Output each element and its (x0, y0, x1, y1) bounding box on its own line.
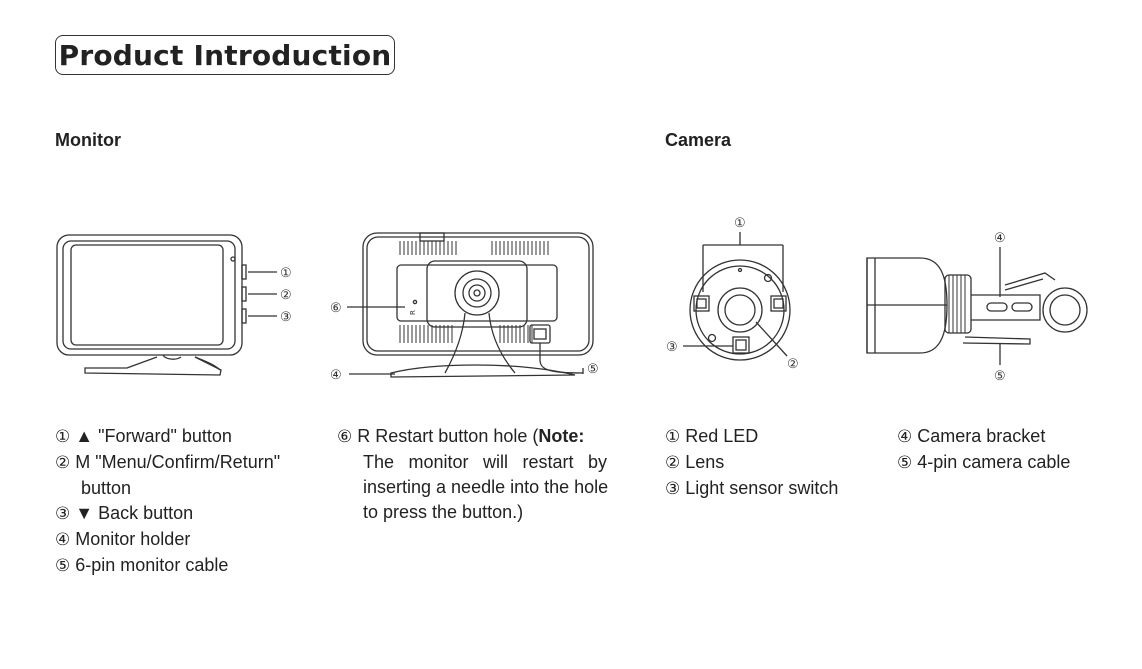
ball-joint (454, 270, 500, 316)
legend-item-holder: ④ Monitor holder (55, 529, 191, 550)
monitor-body (56, 234, 243, 356)
legend-item-forward: ① ▲ "Forward" button (55, 426, 232, 447)
legend-item-red-led: ① Red LED (665, 426, 759, 447)
camera-bracket (971, 294, 1041, 321)
monitor-holder-arm (444, 312, 466, 374)
monitor-cable (539, 343, 584, 374)
callout-6: ⑥ (330, 301, 342, 316)
monitor-back-body (362, 232, 594, 356)
camera-lens (717, 287, 763, 333)
camera-callout-3: ③ (666, 340, 678, 355)
restart-note-line3: inserting a needle into the hole (363, 477, 609, 497)
camera-callout-5: ⑤ (994, 369, 1006, 384)
forward-button-shape (241, 264, 247, 280)
page-title: Product Introduction (58, 38, 392, 72)
callout-1: ① (280, 266, 292, 281)
bracket-clamp (1042, 287, 1088, 333)
monitor-holder-base (390, 364, 576, 378)
monitor-heading: Monitor (55, 130, 121, 150)
camera-heading: Camera (665, 130, 732, 150)
camera-legend-right: ④ Camera bracket ⑤ 4-pin camera cable (897, 424, 1070, 476)
restart-note-line4: to press the button.) (363, 502, 524, 522)
restart-note: ⑥ R Restart button hole (Note: The monit… (337, 424, 609, 525)
title-box: Product Introduction (55, 35, 395, 75)
light-sensor-switch (732, 336, 750, 354)
monitor-screen (70, 244, 224, 346)
legend-item-light-sensor: ③ Light sensor switch (665, 478, 839, 499)
restart-label: R (409, 310, 417, 315)
camera-callout-1: ① (734, 216, 746, 231)
camera-callout-4: ④ (994, 231, 1006, 246)
camera-front-illustration: ① ③ ② (666, 216, 799, 372)
monitor-stand (84, 356, 222, 376)
camera-cable (962, 336, 1031, 345)
restart-note-line2: The monitor will restart by (363, 452, 607, 472)
callout-2: ② (280, 288, 292, 303)
legend-item-cable: ⑤ 6-pin monitor cable (55, 555, 229, 576)
camera-callout-2: ② (787, 357, 799, 372)
red-led-right (770, 295, 787, 312)
menu-button-shape (241, 286, 247, 302)
monitor-legend: ① ▲ "Forward" button ② M "Menu/Confirm/R… (55, 424, 280, 579)
camera-side-illustration: ④ ⑤ (866, 231, 1088, 384)
restart-note-line1: ⑥ R Restart button hole (Note: (337, 426, 585, 447)
monitor-back-illustration: R ⑥ ④ ⑤ (330, 232, 599, 383)
legend-item-camera-cable: ⑤ 4-pin camera cable (897, 452, 1071, 473)
legend-item-camera-bracket: ④ Camera bracket (897, 426, 1046, 447)
callout-3: ③ (280, 310, 292, 325)
monitor-front-illustration: ① ② ③ (56, 234, 292, 376)
legend-item-menu: ② M "Menu/Confirm/Return" (55, 452, 281, 473)
legend-item-lens: ② Lens (665, 452, 725, 473)
callout-4: ④ (330, 368, 342, 383)
legend-item-menu-cont: button (81, 478, 132, 498)
camera-front-body (689, 259, 791, 361)
legend-item-back: ③ ▼ Back button (55, 503, 194, 524)
camera-legend-left: ① Red LED ② Lens ③ Light sensor switch (665, 424, 838, 502)
red-led-left (693, 295, 710, 312)
back-button-shape (241, 308, 247, 324)
callout-5: ⑤ (587, 362, 599, 377)
